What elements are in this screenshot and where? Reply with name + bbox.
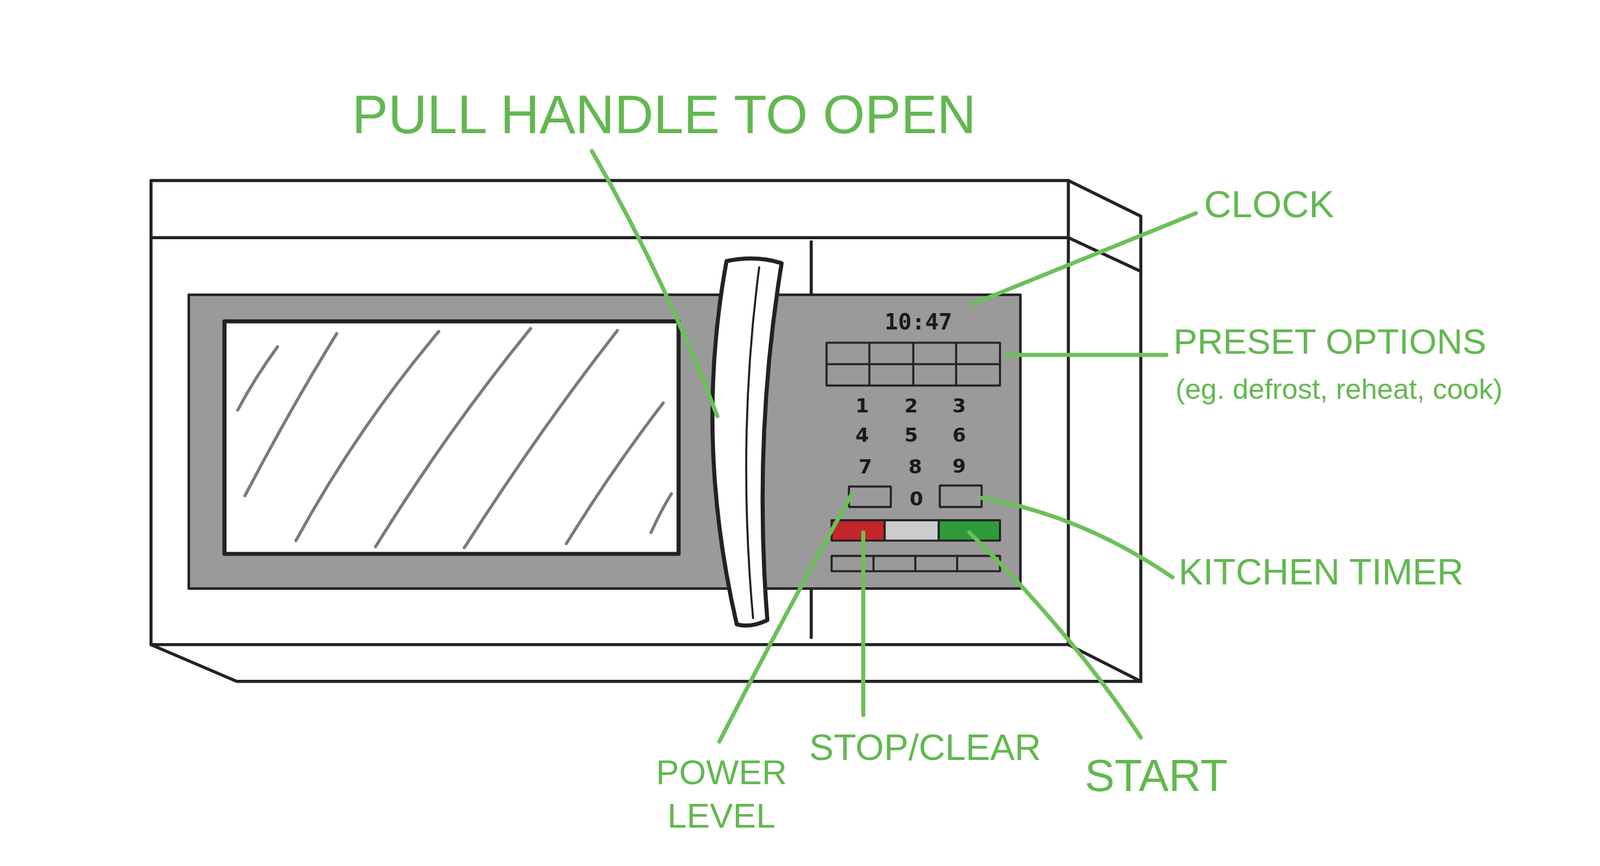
- stop-button: [831, 520, 885, 541]
- callout-label: POWER LEVEL: [619, 751, 824, 839]
- door-handle: [712, 258, 782, 626]
- keypad-digit: 1: [847, 394, 878, 418]
- clock-display: 10:47: [862, 308, 975, 336]
- keypad-digit: 0: [900, 487, 932, 511]
- leader-line: [972, 213, 1196, 305]
- leader-line: [980, 497, 1173, 578]
- leader-line: [1005, 353, 1167, 358]
- housing-bottom: [151, 645, 1142, 682]
- callout-label: PRESET OPTIONS: [1173, 322, 1486, 362]
- door-window: [224, 321, 679, 555]
- bottom-buttons: [831, 555, 1001, 572]
- callout-label: START: [1084, 751, 1228, 801]
- keypad-digit: 9: [943, 454, 975, 479]
- keypad-digit: 8: [900, 455, 931, 479]
- keypad-digit: 3: [943, 394, 975, 418]
- callout-label: KITCHEN TIMER: [1178, 551, 1464, 593]
- housing-front: [151, 180, 1069, 646]
- power-level-button: [848, 486, 891, 507]
- callout-label: CLOCK: [1203, 183, 1334, 226]
- keypad-digit: 5: [895, 423, 927, 447]
- leader-line: [719, 493, 853, 742]
- keypad-digit: 7: [849, 455, 881, 479]
- callout-label: STOP/CLEAR: [809, 727, 1042, 769]
- preset-buttons: [826, 342, 1001, 386]
- door-frame: [188, 295, 1021, 590]
- glass-reflections: [237, 328, 672, 549]
- middle-button: [884, 520, 940, 541]
- control-panel: 10:47 123 456 7890: [814, 295, 1021, 589]
- keypad-digit: 6: [943, 423, 975, 447]
- leader-line: [592, 151, 718, 417]
- leader-line: [969, 532, 1142, 738]
- keypad-digit: 4: [847, 423, 878, 447]
- callout-label: PULL HANDLE TO OPEN: [352, 84, 977, 144]
- leader-line: [861, 532, 866, 716]
- handle-edge: [746, 267, 760, 619]
- kitchen-timer-button: [939, 485, 982, 508]
- callout-label: (eg. defrost, reheat, cook): [1175, 373, 1503, 406]
- start-button: [938, 520, 1000, 541]
- keypad-digit: 2: [895, 394, 927, 418]
